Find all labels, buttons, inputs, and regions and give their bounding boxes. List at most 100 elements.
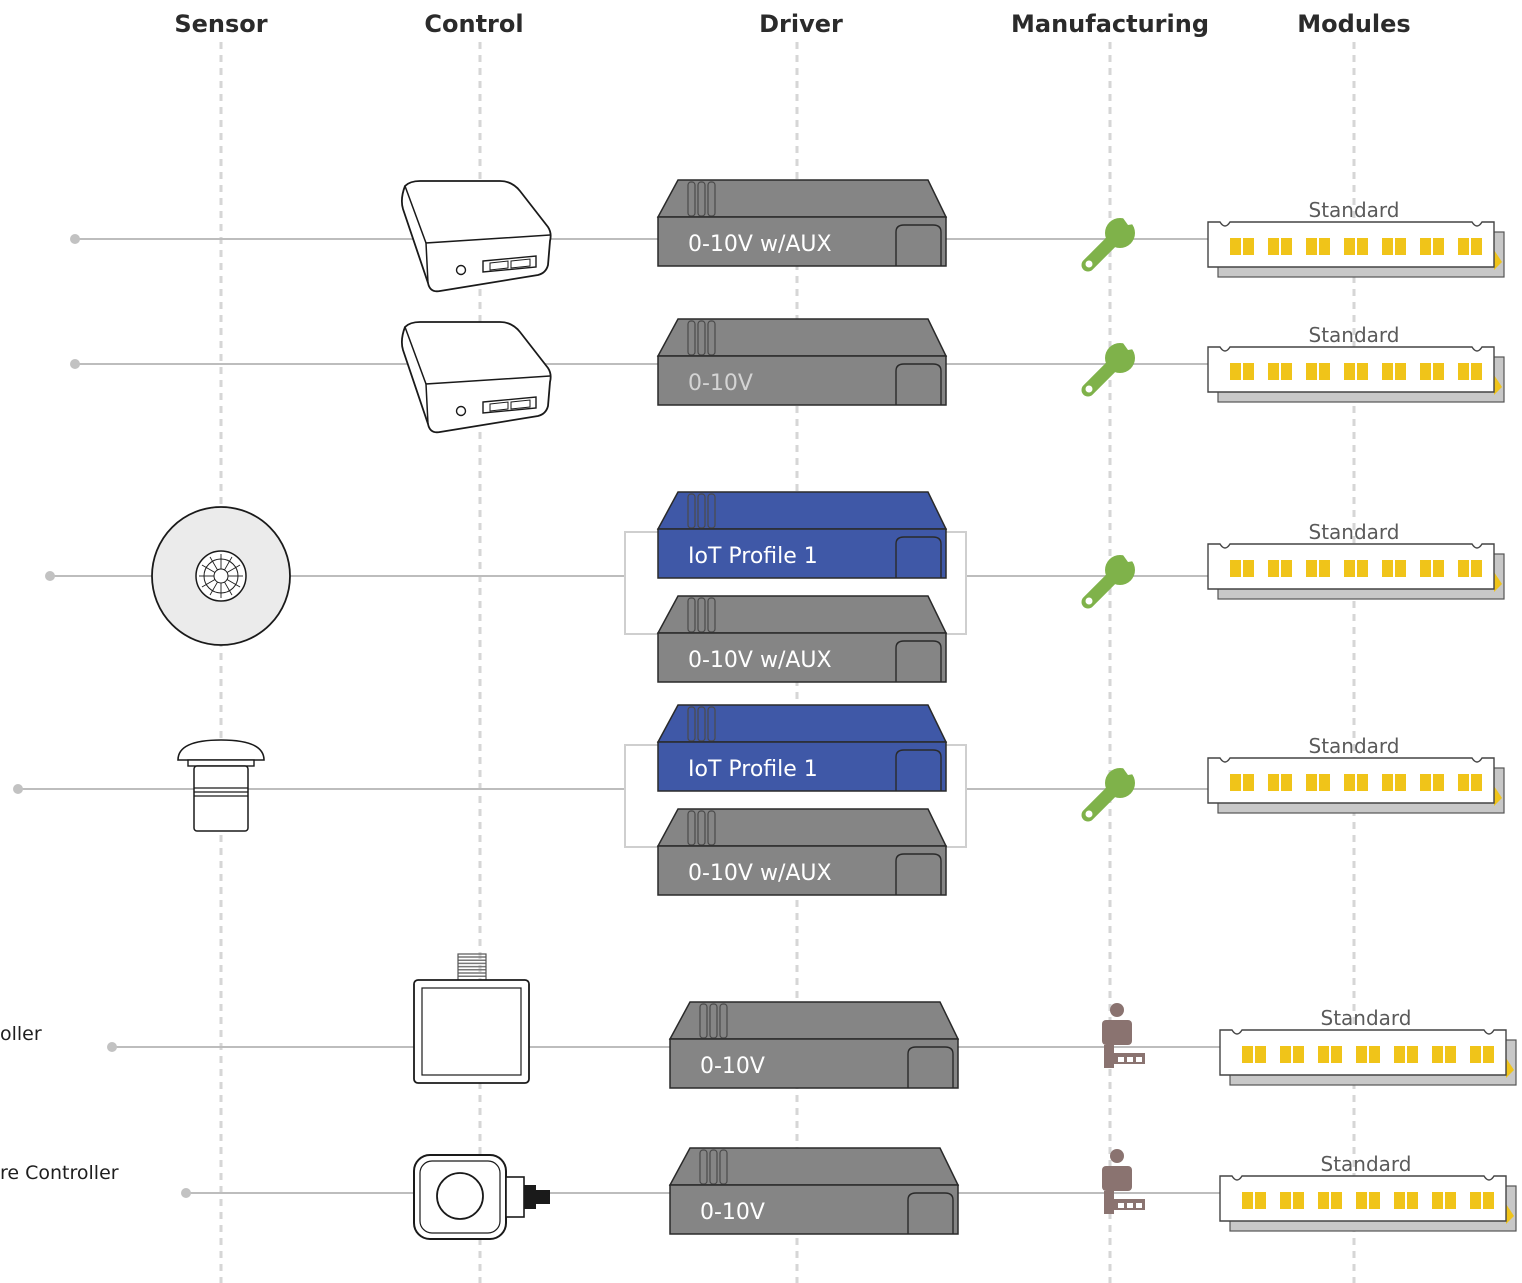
driver-connector (895, 749, 942, 791)
led-chip (1483, 1192, 1494, 1209)
ceiling-sensor-icon (151, 506, 291, 646)
led-chip (1458, 238, 1469, 255)
driver-front (657, 741, 947, 792)
wrench-head (1105, 768, 1135, 798)
led-chip (1306, 363, 1317, 380)
led-chip (1395, 560, 1406, 577)
led-chip (1471, 238, 1482, 255)
led-chip (1319, 238, 1330, 255)
diagram-row-2: 0-10V Standard (70, 318, 1505, 434)
driver-vent (709, 1149, 718, 1185)
led-chip (1432, 1192, 1443, 1209)
control-box-port (482, 255, 537, 273)
driver-connector (895, 536, 942, 578)
driver-box: 0-10V (668, 1001, 960, 1089)
driver-label: 0-10V w/AUX (688, 232, 832, 257)
row-label-fixture-controller: re Controller (0, 1162, 119, 1184)
led-chip (1471, 774, 1482, 791)
knob-controller-icon (413, 1154, 550, 1240)
driver-vent (687, 810, 696, 846)
led-chip (1242, 1192, 1253, 1209)
driver-label: 0-10V w/AUX (688, 861, 832, 886)
led-chip (1420, 774, 1431, 791)
square-antenna-controller-icon (413, 953, 530, 1084)
wrench-head (1105, 343, 1135, 373)
led-chip (1306, 774, 1317, 791)
led-chip (1445, 1046, 1456, 1063)
led-chip (1280, 1192, 1291, 1209)
driver-label: IoT Profile 1 (688, 757, 818, 782)
led-chip (1433, 238, 1444, 255)
led-chip (1483, 1046, 1494, 1063)
wrench-hole (1085, 810, 1093, 818)
wire-endpoint (181, 1188, 191, 1198)
wrench-hole (1085, 260, 1093, 268)
diagram-row-5: 0-10V Standard (107, 953, 1517, 1089)
worker-leg (1104, 1191, 1114, 1214)
driver-vent (687, 181, 696, 217)
led-chip (1369, 1046, 1380, 1063)
module-label: Standard (1309, 734, 1400, 758)
led-chip (1281, 238, 1292, 255)
driver-top (656, 179, 948, 218)
led-chip (1293, 1046, 1304, 1063)
wrench-handle (1081, 571, 1119, 609)
led-module-standard: Standard (1207, 734, 1505, 814)
wrench-handle (1081, 784, 1119, 822)
led-chip (1470, 1046, 1481, 1063)
driver-label: 0-10V (688, 371, 753, 396)
driver-vent (707, 320, 716, 356)
control-box-body (400, 180, 552, 293)
driver-vent (697, 706, 706, 742)
led-chip (1420, 238, 1431, 255)
module-label: Standard (1309, 520, 1400, 544)
driver-connector (895, 853, 942, 895)
led-chip (1394, 1046, 1405, 1063)
led-chip (1281, 774, 1292, 791)
wire-endpoint (107, 1042, 117, 1052)
led-chip (1331, 1046, 1342, 1063)
led-chip (1407, 1046, 1418, 1063)
led-chip (1433, 560, 1444, 577)
control-box-edge (404, 185, 427, 244)
worker-head (1110, 1003, 1124, 1017)
driver-top (668, 1001, 960, 1040)
led-chip (1357, 238, 1368, 255)
led-chip (1344, 363, 1355, 380)
led-chip (1395, 363, 1406, 380)
led-chip (1306, 238, 1317, 255)
wrench-icon (1081, 211, 1140, 272)
led-chip (1369, 1192, 1380, 1209)
wrench-head (1105, 218, 1135, 248)
driver-vent (697, 597, 706, 633)
control-box-slots (489, 399, 531, 412)
wire-endpoint (13, 784, 23, 794)
led-chip (1243, 774, 1254, 791)
wrench-hole (1085, 385, 1093, 393)
wire-endpoint (45, 571, 55, 581)
driver-box: 0-10V w/AUX (656, 595, 948, 683)
wrench-jaw (1118, 548, 1140, 562)
module-label: Standard (1309, 323, 1400, 347)
control-box-body (400, 321, 552, 434)
led-chip (1318, 1192, 1329, 1209)
led-chip (1395, 774, 1406, 791)
worker-part (1136, 1057, 1142, 1062)
driver-vent (697, 493, 706, 529)
led-chip (1420, 560, 1431, 577)
led-chip (1395, 238, 1406, 255)
controller-connector (524, 1185, 536, 1209)
led-chip (1230, 560, 1241, 577)
led-chip (1471, 560, 1482, 577)
led-chip (1356, 1192, 1367, 1209)
driver-vent (699, 1003, 708, 1039)
worker-part (1118, 1057, 1124, 1062)
driver-vent (719, 1003, 728, 1039)
module-label: Standard (1321, 1006, 1412, 1030)
module-edge (1494, 786, 1502, 806)
led-chip (1230, 774, 1241, 791)
led-chip (1319, 774, 1330, 791)
led-chip (1394, 1192, 1405, 1209)
